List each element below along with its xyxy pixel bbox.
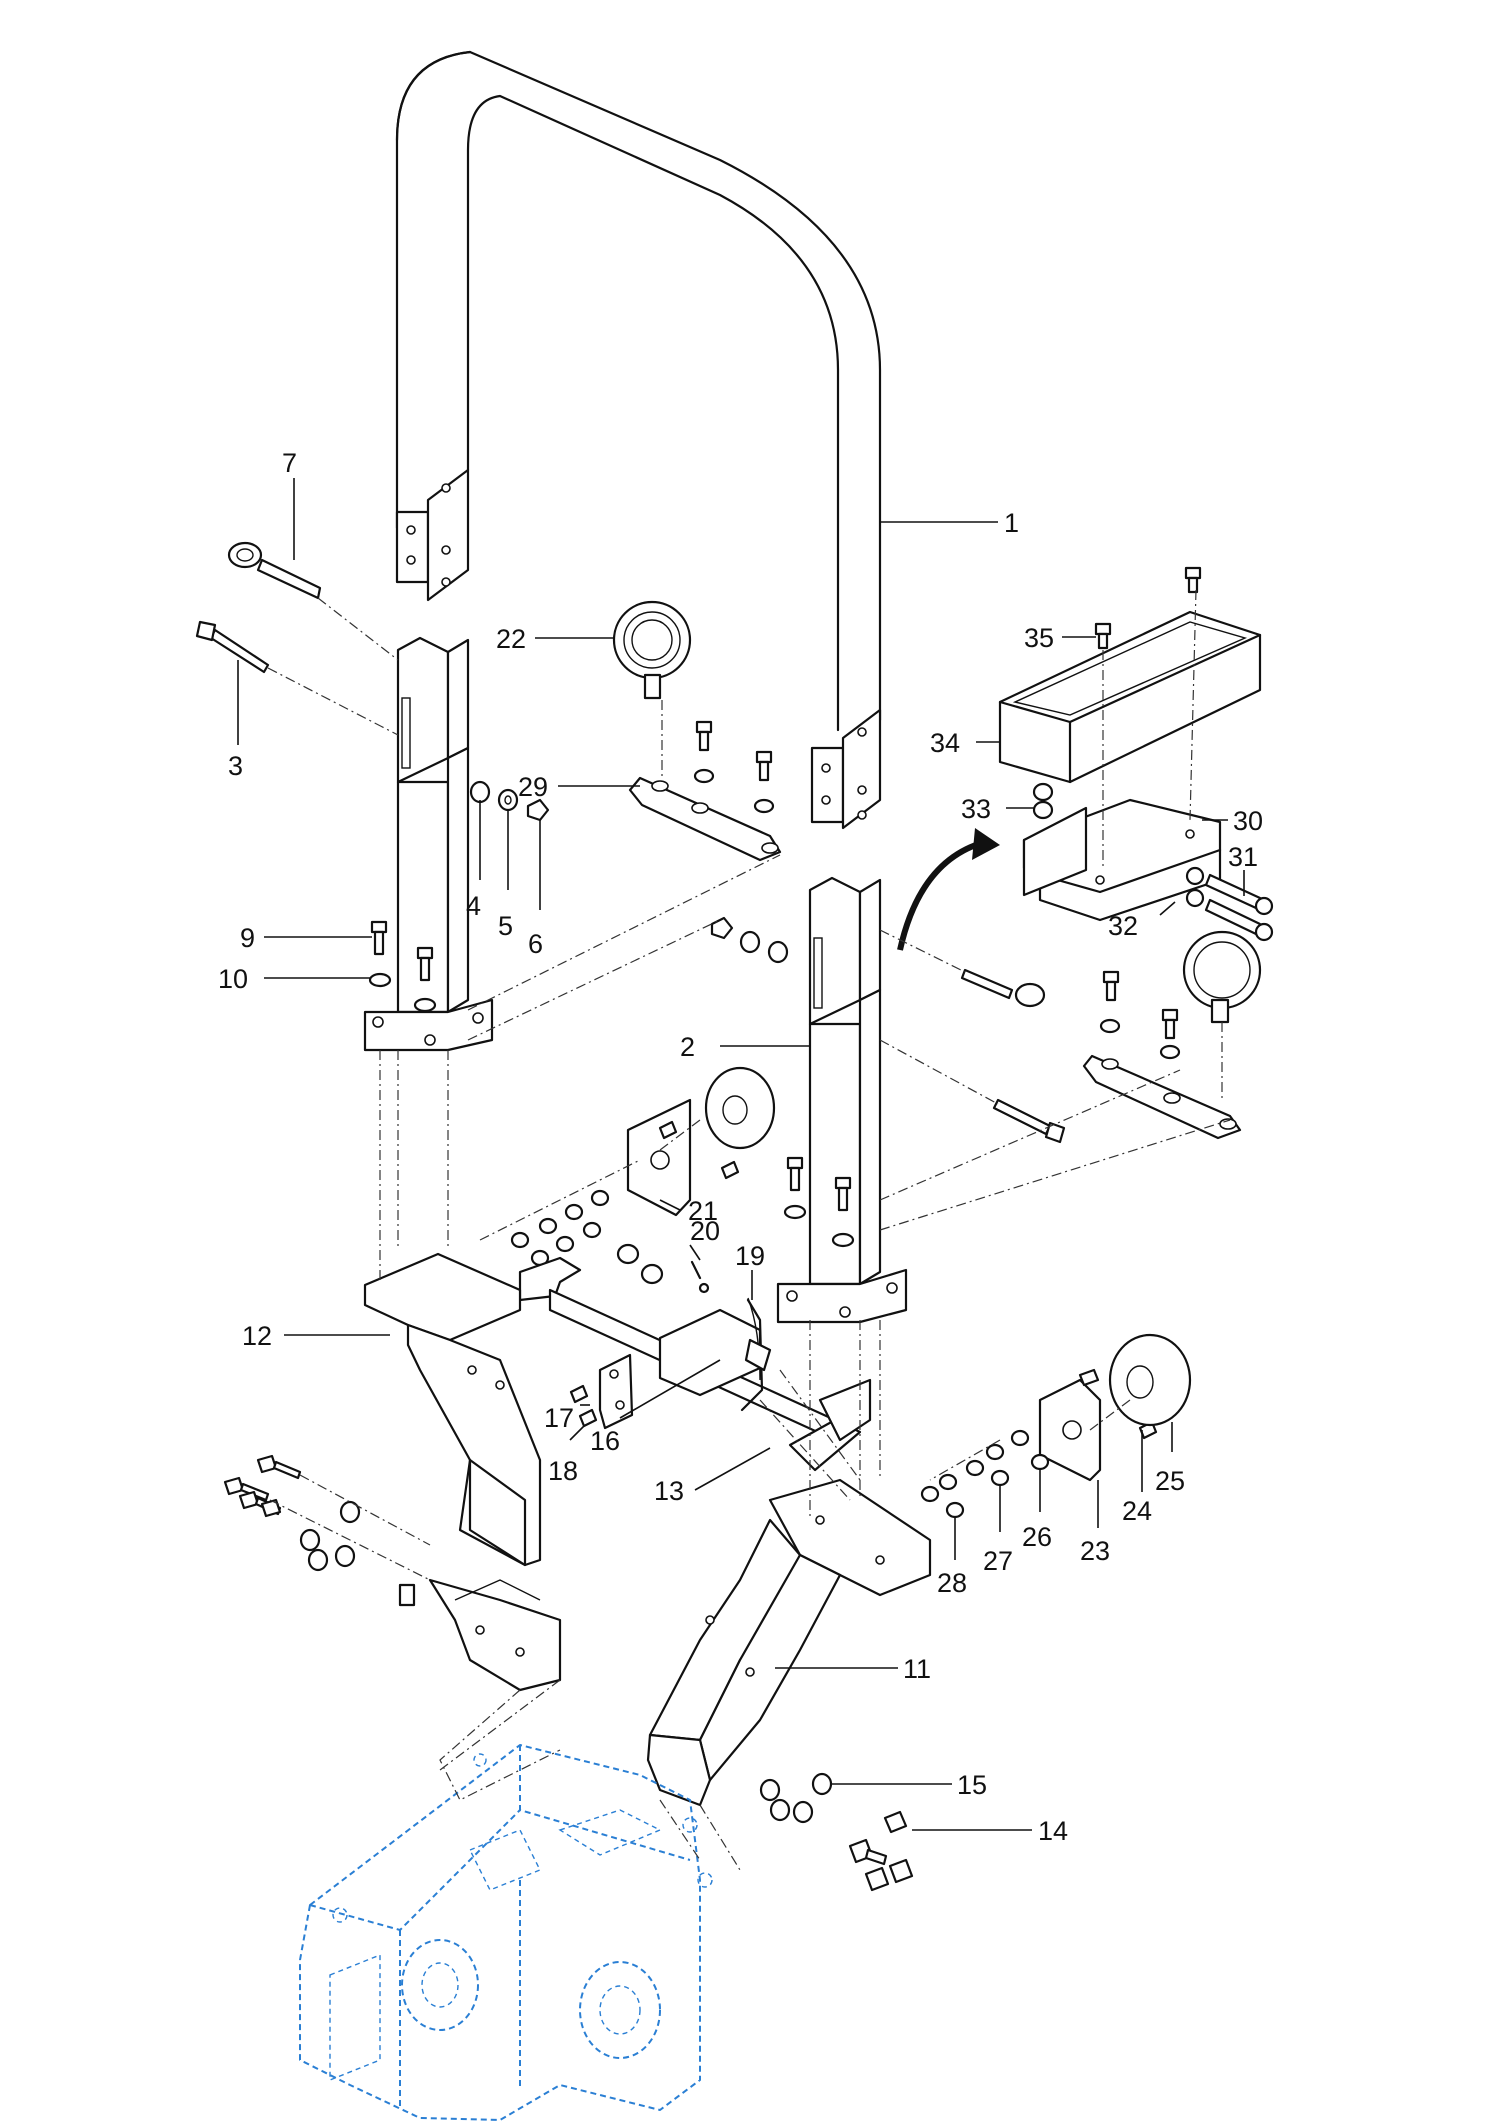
work-light-part-22 [612, 600, 692, 700]
callout-21: 21 [688, 1196, 718, 1226]
callout-28: 28 [937, 1568, 967, 1598]
detail-arrowhead [972, 828, 1000, 860]
callout-16: 16 [590, 1426, 620, 1456]
callout-7: 7 [282, 448, 297, 478]
callout-24: 24 [1122, 1496, 1152, 1526]
callout-6: 6 [528, 929, 543, 959]
callout-30: 30 [1233, 806, 1263, 836]
washer-nut-group-right [710, 916, 789, 964]
bolts-right-post [783, 1156, 855, 1248]
bolt-part-35 [1094, 566, 1202, 650]
assembly-lines [267, 589, 1231, 1871]
callout-1: 1 [1004, 508, 1019, 538]
callout-22: 22 [496, 624, 526, 654]
transmission-housing-phantom [299, 1744, 713, 2121]
callout-35: 35 [1024, 623, 1054, 653]
callout-2: 2 [680, 1032, 695, 1062]
callout-31: 31 [1228, 842, 1258, 872]
rops-right-post [776, 876, 908, 1324]
light-housing-part-25 [1108, 1333, 1192, 1427]
bolts-part-31 [1185, 866, 1274, 942]
left-bracket-part-12 [363, 1252, 562, 1692]
callout-10: 10 [218, 964, 248, 994]
bolt-part-3 [195, 620, 270, 674]
bolts-left-lower [223, 1454, 361, 1572]
callout-26: 26 [1022, 1522, 1052, 1552]
bolt-right [992, 1098, 1066, 1144]
callout-29: 29 [518, 772, 548, 802]
callout-3: 3 [228, 751, 243, 781]
callout-14: 14 [1038, 1816, 1068, 1846]
rops-left-post [363, 636, 494, 1052]
washers-part-26-27-28 [920, 1429, 1050, 1519]
callout-19: 19 [735, 1241, 765, 1271]
work-light-right [1182, 930, 1262, 1024]
callout-5: 5 [498, 911, 513, 941]
callout-34: 34 [930, 728, 960, 758]
callout-25: 25 [1155, 1466, 1185, 1496]
right-bracket-part-11 [646, 1378, 932, 1807]
light-bracket-right [1082, 970, 1242, 1140]
callout-17: 17 [544, 1403, 574, 1433]
callouts: 1 2 3 4 5 6 7 9 10 11 12 13 14 15 16 17 [218, 448, 1263, 1846]
callout-27: 27 [983, 1546, 1013, 1576]
callout-15: 15 [957, 1770, 987, 1800]
callout-33: 33 [961, 794, 991, 824]
callout-23: 23 [1080, 1536, 1110, 1566]
callout-13: 13 [654, 1476, 684, 1506]
light-bracket-part-29 [628, 720, 782, 862]
bolts-part-14 [759, 1772, 914, 1892]
callout-9: 9 [240, 923, 255, 953]
plate-part-16 [569, 1353, 634, 1430]
callout-12: 12 [242, 1321, 272, 1351]
washers-near-21 [510, 1189, 664, 1285]
toolbox-bracket-part-30 [1022, 798, 1222, 922]
washer-nut-group-left [469, 780, 550, 822]
pin-part-19 [740, 1298, 772, 1412]
washers-part-33 [1032, 782, 1054, 820]
callout-11: 11 [903, 1654, 931, 1684]
bolt-part-9 [368, 920, 437, 1013]
callout-20: 20 [690, 1216, 720, 1246]
rops-upper-hoop [395, 50, 882, 830]
callout-4: 4 [466, 891, 481, 921]
light-mount-left [626, 1066, 776, 1217]
pin-part-20 [690, 1260, 710, 1294]
toolbox-part-34 [998, 610, 1262, 784]
callout-32: 32 [1108, 911, 1138, 941]
detail-arrow [897, 839, 986, 951]
pin-right [960, 968, 1046, 1008]
pin-part-7 [227, 541, 322, 600]
callout-18: 18 [548, 1456, 578, 1486]
